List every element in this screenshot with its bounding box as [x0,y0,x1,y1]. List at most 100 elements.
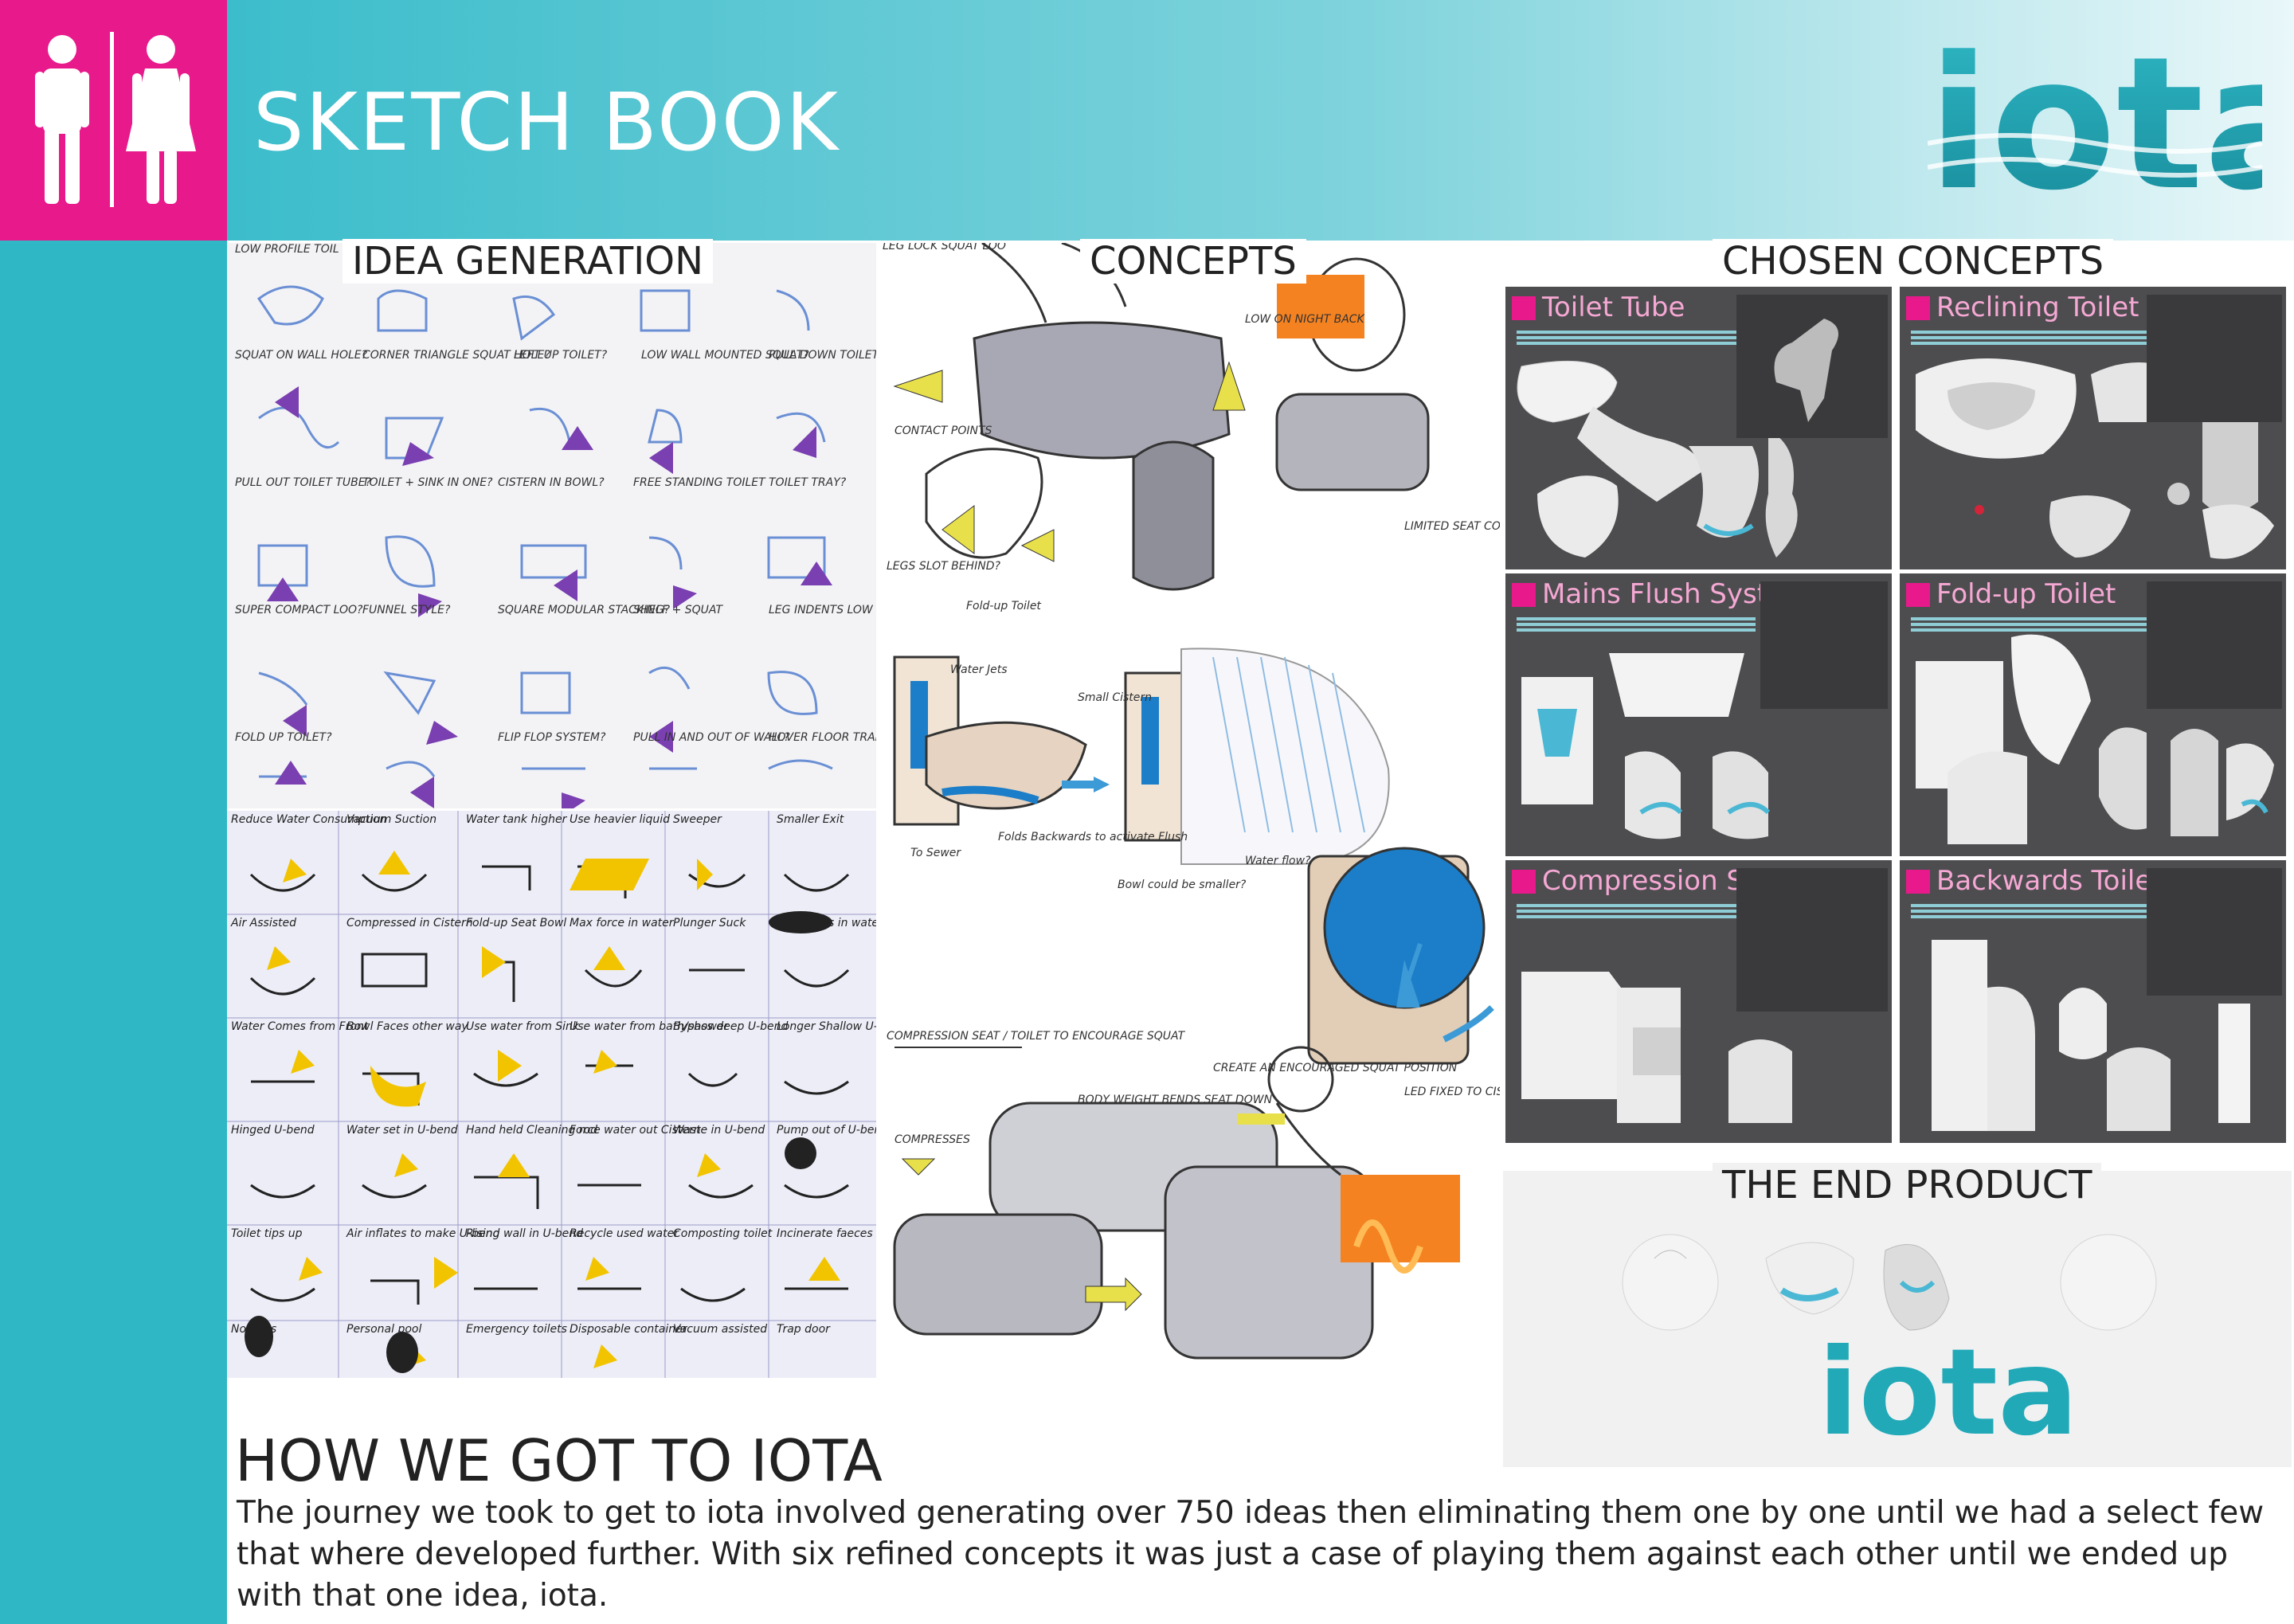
restroom-icon [1906,870,1930,894]
svg-text:Composting toilet: Composting toilet [673,1227,773,1240]
concept-description [1911,328,2150,352]
svg-text:Emergency toilets: Emergency toilets [466,1323,567,1336]
page-title: SKETCH BOOK [253,76,840,169]
svg-text:Water Jets: Water Jets [950,663,1008,676]
brand-logo: iota [1928,24,2262,223]
svg-text:BODY WEIGHT BENDS SEAT DOWN: BODY WEIGHT BENDS SEAT DOWN [1078,1094,1273,1106]
restroom-icon [1906,583,1930,607]
svg-text:Disposable container: Disposable container [570,1323,688,1336]
svg-text:Toilet tips up: Toilet tips up [231,1227,303,1240]
svg-text:Folds Backwards to activate Fl: Folds Backwards to activate Flush [998,831,1188,843]
svg-text:Force water out Cistern: Force water out Cistern [570,1124,701,1137]
svg-text:CISTERN IN BOWL?: CISTERN IN BOWL? [498,476,605,489]
section-title-idea-generation: IDEA GENERATION [343,239,713,284]
svg-text:Compressed in Cistern: Compressed in Cistern [346,917,473,929]
concept-title: Fold-up Toilet [1936,578,2116,610]
svg-text:Water flow?: Water flow? [1245,855,1311,867]
svg-text:Bowl could be smaller?: Bowl could be smaller? [1118,879,1247,891]
svg-text:PULL OUT TOILET TUBE?: PULL OUT TOILET TUBE? [235,476,372,489]
concept-tile-fold-up-toilet: Fold-up Toilet [1900,573,2286,856]
concept-tile-backwards-toilet: Backwards Toilet [1900,860,2286,1143]
svg-text:Reduce Water Consumption: Reduce Water Consumption [231,813,387,826]
concept-description [1517,615,1756,639]
svg-text:Waste in U-bend: Waste in U-bend [673,1124,765,1137]
svg-text:LOW ON NIGHT BACK: LOW ON NIGHT BACK [1245,313,1366,326]
svg-text:Air inflates to make U-bend: Air inflates to make U-bend [346,1227,499,1240]
section-title-end-product: THE END PRODUCT [1713,1163,2102,1207]
svg-text:Recycle used water: Recycle used water [570,1227,679,1240]
svg-text:LOW WALL MOUNTED SQUAT?: LOW WALL MOUNTED SQUAT? [641,349,809,362]
section-title-chosen-concepts: CHOSEN CONCEPTS [1713,239,2114,284]
svg-text:LEGS SLOT BEHIND?: LEGS SLOT BEHIND? [887,560,1000,573]
svg-text:Bowl Faces other way: Bowl Faces other way [346,1020,468,1033]
left-accent-bar [0,0,227,1624]
svg-text:CREATE AN ENCOURAGED SQUAT POS: CREATE AN ENCOURAGED SQUAT POSITION [1213,1062,1458,1074]
svg-text:LOW PROFILE TOIL: LOW PROFILE TOIL [235,243,339,256]
concepts-sketches: LEG LOCK SQUAT LOO Fold-up Toilet CONTAC… [879,243,1500,1378]
svg-text:FREE STANDING TOILET: FREE STANDING TOILET [633,476,766,489]
svg-text:Fold-up Seat Bowl: Fold-up Seat Bowl [466,917,566,929]
svg-text:FUNNEL STYLE?: FUNNEL STYLE? [362,604,451,616]
svg-text:Bypass deep U-bend: Bypass deep U-bend [673,1020,789,1033]
concept-tile-mains-flush-system: Mains Flush System [1505,573,1892,856]
svg-text:To Sewer: To Sewer [910,847,961,859]
svg-text:PULL DOWN TOILET: PULL DOWN TOILET [769,349,876,362]
end-product-panel: iota [1503,1171,2292,1467]
svg-text:Hand held Cleaning rod: Hand held Cleaning rod [466,1124,597,1137]
svg-text:Use heavier liquid: Use heavier liquid [570,813,670,826]
svg-text:FOLD UP TOILET?: FOLD UP TOILET? [235,731,332,744]
section-title-concepts: CONCEPTS [1080,239,1306,284]
concept-title: Backwards Toilet [1936,865,2163,897]
svg-text:Smaller Exit: Smaller Exit [777,813,844,826]
svg-text:Hinged U-bend: Hinged U-bend [231,1124,315,1137]
svg-text:Personal pool: Personal pool [346,1323,421,1336]
brand-wordmark: iota [1928,24,2262,223]
svg-text:Longer Shallow U-bend: Longer Shallow U-bend [777,1020,876,1033]
svg-text:LED FIXED TO CISTERN: LED FIXED TO CISTERN [1404,1086,1500,1098]
svg-text:Trap door: Trap door [777,1323,831,1336]
svg-text:LEFT UP TOILET?: LEFT UP TOILET? [514,349,608,362]
svg-text:HOVER FLOOR TRAP: HOVER FLOOR TRAP [769,731,876,744]
how-title: HOW WE GOT TO IOTA [235,1427,883,1494]
concept-description [1517,902,1756,925]
svg-text:SQUAT ON WALL HOLE?: SQUAT ON WALL HOLE? [235,349,368,362]
svg-text:SHELF + SQUAT: SHELF + SQUAT [633,604,723,616]
svg-text:PULL IN AND OUT OF WALL?: PULL IN AND OUT OF WALL? [633,731,790,744]
svg-text:FLIP FLOP SYSTEM?: FLIP FLOP SYSTEM? [498,731,606,744]
restroom-logo-box [0,0,227,241]
concept-description [1517,328,1756,352]
concept-title: Reclining Toilet [1936,292,2139,323]
svg-text:SUPER COMPACT LOO?: SUPER COMPACT LOO? [235,604,363,616]
restroom-icon [1906,296,1930,320]
restroom-icon [35,32,196,207]
svg-text:No bags: No bags [231,1323,276,1336]
svg-text:LIMITED SEAT CONTACT IN SQUAT: LIMITED SEAT CONTACT IN SQUAT POSITION [1404,520,1500,533]
svg-text:Sweeper: Sweeper [673,813,722,826]
svg-text:Vacuum Suction: Vacuum Suction [346,813,436,826]
svg-text:CONTACT POINTS: CONTACT POINTS [895,425,992,437]
svg-text:Fold-up Toilet: Fold-up Toilet [966,600,1041,612]
svg-text:Incinerate faeces: Incinerate faeces [777,1227,873,1240]
svg-text:Water Comes from Front: Water Comes from Front [231,1020,369,1033]
header-band [227,0,2294,241]
svg-text:Pump out of U-bend: Pump out of U-bend [777,1124,876,1137]
svg-text:Water set in U-bend: Water set in U-bend [346,1124,458,1137]
svg-text:Vacuum assisted: Vacuum assisted [673,1323,767,1336]
svg-text:Use water from bath/shower: Use water from bath/shower [570,1020,730,1033]
svg-text:LEG LOCK SQUAT LOO: LEG LOCK SQUAT LOO [883,243,1006,252]
concept-title: Toilet Tube [1542,292,1685,323]
concept-tile-toilet-tube: Toilet Tube [1505,287,1892,569]
svg-text:Max force in water: Max force in water [570,917,675,929]
svg-text:LEG INDENTS LOW PROFILE: LEG INDENTS LOW PROFILE [769,604,876,616]
svg-text:Air Assisted: Air Assisted [230,917,296,929]
svg-text:Chemicals in water: Chemicals in water [777,917,876,929]
svg-text:TOILET TRAY?: TOILET TRAY? [769,476,847,489]
end-product-wordmark: iota [1818,1324,2078,1462]
concept-tile-reclining-toilet: Reclining Toilet [1900,287,2286,569]
svg-text:COMPRESSES: COMPRESSES [895,1133,970,1146]
svg-text:SQUARE MODULAR STACKING?: SQUARE MODULAR STACKING? [498,604,671,616]
svg-text:Rising wall in U-bend: Rising wall in U-bend [466,1227,583,1240]
concept-tile-compression-seat: Compression Seat [1505,860,1892,1143]
concept-description [1911,615,2150,639]
